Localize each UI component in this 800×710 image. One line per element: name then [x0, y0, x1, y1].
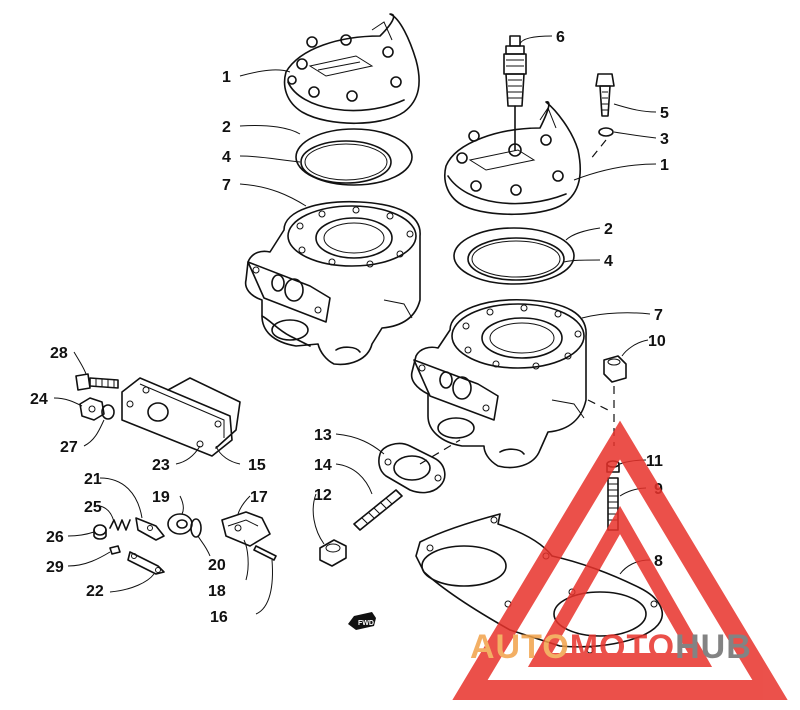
callout-17: 17 [250, 489, 268, 506]
callout-29: 29 [46, 559, 64, 576]
head-bolt [595, 73, 615, 117]
pulley-washer [190, 518, 202, 538]
callout-25: 25 [84, 499, 102, 516]
callout-8: 8 [654, 553, 663, 570]
callout-1b: 1 [660, 157, 669, 174]
watermark-moto: MOTO [570, 628, 675, 666]
callout-7b: 7 [654, 307, 663, 324]
callout-21: 21 [84, 471, 102, 488]
head-gasket-ring-left [295, 128, 413, 186]
callout-11: 11 [646, 453, 663, 470]
callout-10: 10 [648, 333, 666, 350]
actuator-lever [135, 517, 165, 541]
cylinder-right [410, 299, 587, 469]
o-ring-right [467, 237, 565, 281]
callout-16: 16 [210, 609, 228, 626]
housing-pin [253, 545, 277, 561]
valve-pulley [167, 513, 193, 535]
svg-text:AUTOMOTOHUB: AUTOMOTOHUB [470, 628, 752, 666]
cylinder-head-right [444, 101, 582, 216]
cover-bolt [75, 373, 119, 391]
cover-gasket [167, 377, 241, 449]
callout-12: 12 [314, 487, 332, 504]
callout-27: 27 [60, 439, 78, 456]
callout-14: 14 [314, 457, 332, 474]
callout-26: 26 [46, 529, 64, 546]
callout-19: 19 [152, 489, 170, 506]
cylinder-left [244, 200, 421, 366]
callout-20: 20 [208, 557, 226, 574]
callout-7a: 7 [222, 177, 231, 194]
flange-nut [319, 539, 347, 567]
callout-13: 13 [314, 427, 332, 444]
callout-1a: 1 [222, 69, 231, 86]
forward-indicator: FWD [348, 612, 376, 630]
flange-stud [353, 489, 403, 531]
watermark-triangle-icon [452, 420, 788, 700]
callout-4b: 4 [604, 253, 613, 270]
fwd-label: FWD [358, 620, 374, 627]
watermark-inner-triangle-icon [527, 505, 713, 667]
link-arm [127, 551, 165, 575]
spark-plug [503, 35, 527, 151]
cover-o-ring [101, 404, 115, 420]
callout-28: 28 [50, 345, 68, 362]
callout-5: 5 [660, 105, 669, 122]
callout-2a: 2 [222, 119, 231, 136]
callout-24: 24 [30, 391, 48, 408]
callout-23: 23 [152, 457, 170, 474]
valve-housing [221, 511, 271, 547]
nut [603, 355, 627, 383]
cylinder-head-left [283, 13, 420, 125]
callout-6: 6 [556, 29, 565, 46]
callout-3: 3 [660, 131, 669, 148]
head-gasket-ring-right [453, 227, 575, 285]
callout-15: 15 [248, 457, 266, 474]
flange-gasket [378, 442, 446, 494]
callout-4a: 4 [222, 149, 231, 166]
watermark-auto: AUTO [470, 628, 570, 666]
exhaust-valve-cover [121, 377, 233, 457]
cover-washer [79, 397, 105, 421]
o-ring-left [300, 140, 392, 184]
return-spring [109, 519, 131, 531]
watermark: AUTOMOTOHUB [452, 420, 788, 700]
washer [598, 127, 614, 137]
callout-18: 18 [208, 583, 226, 600]
cap [93, 524, 107, 540]
callout-22: 22 [86, 583, 104, 600]
watermark-hub: HUB [675, 628, 752, 666]
small-screw [109, 545, 121, 555]
callout-2b: 2 [604, 221, 613, 238]
